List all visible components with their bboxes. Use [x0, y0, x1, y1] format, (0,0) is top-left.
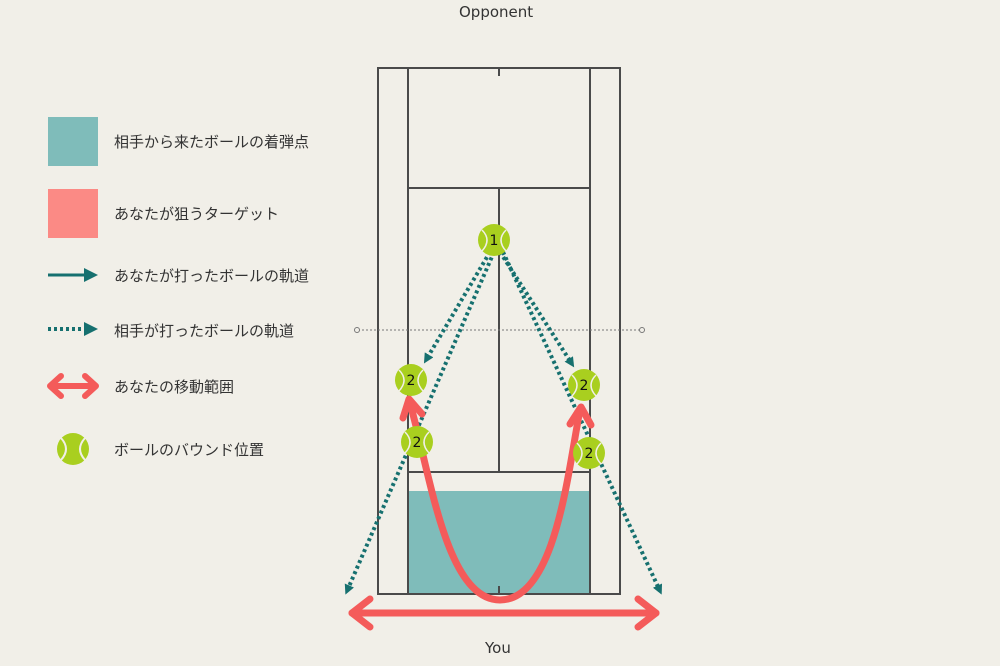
ball-2c-label: 2 [413, 435, 422, 451]
opponent-label: Opponent [459, 3, 534, 21]
ball-1-label: 1 [490, 233, 499, 249]
opponent-shot-trajectories [344, 250, 663, 595]
ball-2a-label: 2 [407, 373, 416, 389]
movement-paths [348, 395, 660, 631]
court-lines [377, 67, 621, 595]
solid-arrow-icon [48, 268, 98, 282]
legend-bounce-label: ボールのバウンド位置 [114, 441, 265, 459]
ball-2a: 2 [395, 364, 427, 396]
dotted-arrow-icon [48, 322, 98, 336]
landing-swatch [48, 117, 98, 166]
tennis-ball-icon [57, 433, 89, 465]
ball-2b-label: 2 [580, 378, 589, 394]
ball-1: 1 [478, 224, 510, 256]
legend-opponent-shot-label: 相手が打ったボールの軌道 [114, 322, 295, 340]
you-label: You [485, 639, 511, 657]
legend-my-shot-label: あなたが打ったボールの軌道 [114, 267, 310, 285]
ball-2d-label: 2 [585, 446, 594, 462]
ball-2c: 2 [401, 426, 433, 458]
double-arrow-icon [47, 373, 99, 399]
net-line [354, 327, 645, 333]
legend-landing-label: 相手から来たボールの着弾点 [114, 133, 310, 151]
ball-2b: 2 [568, 369, 600, 401]
legend-movement-label: あなたの移動範囲 [114, 378, 235, 396]
target-swatch [48, 189, 98, 238]
ball-2d: 2 [573, 437, 605, 469]
legend-target-label: あなたが狙うターゲット [114, 205, 280, 223]
